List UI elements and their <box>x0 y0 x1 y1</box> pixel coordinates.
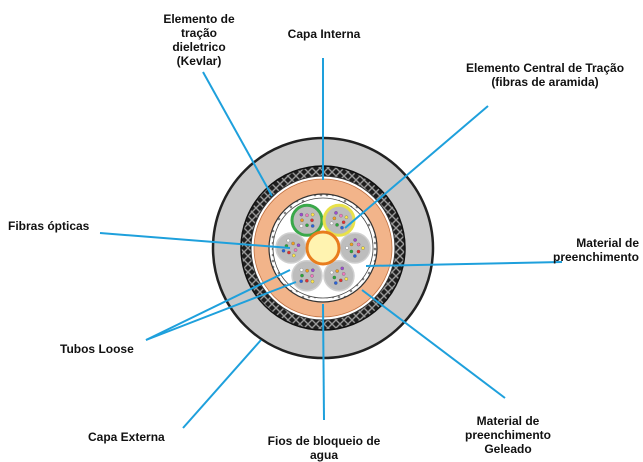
optical-fiber <box>356 242 361 247</box>
leader-kevlar <box>202 71 273 197</box>
loose-tube <box>291 259 323 292</box>
central-strength-member <box>305 230 341 266</box>
loose-tubes-group <box>275 203 371 292</box>
optical-fiber <box>334 211 338 215</box>
optical-fiber <box>305 223 309 228</box>
label-capa-externa: Capa Externa <box>88 430 165 444</box>
optical-fiber <box>310 212 315 217</box>
optical-fiber <box>361 246 365 250</box>
optical-fiber <box>310 279 315 284</box>
optical-fiber <box>293 248 298 252</box>
label-fios-bloqueio: Fios de bloqueio de agua <box>267 434 381 462</box>
label-tubos-loose: Tubos Loose <box>60 342 134 356</box>
leader-material-preenchimento <box>365 261 563 267</box>
optical-fiber <box>339 278 343 283</box>
label-material-preenchimento-geleado: Material de preenchimento Geleado <box>464 414 552 456</box>
label-elemento-central: Elemento Central de Tração (fibras de ar… <box>465 61 625 89</box>
optical-fiber <box>311 268 315 272</box>
loose-tube-wall <box>322 203 356 237</box>
optical-fiber <box>344 215 349 220</box>
leader-fibras-opticas <box>99 232 291 249</box>
optical-fiber <box>305 278 309 283</box>
optical-fiber <box>334 281 338 285</box>
optical-fiber <box>349 242 354 247</box>
optical-fiber <box>299 212 304 217</box>
leader-lines <box>99 58 563 429</box>
label-elemento-tracao-dieletrico: Elemento de tração dieletrico (Kevlar) <box>163 12 235 68</box>
leader-elemento-central <box>344 105 489 229</box>
optical-fiber <box>339 213 343 218</box>
optical-fiber <box>341 220 346 224</box>
optical-fiber <box>349 249 354 254</box>
optical-fiber <box>340 225 344 230</box>
optical-fiber <box>299 224 304 228</box>
optical-fiber <box>305 213 309 218</box>
optical-fiber <box>329 270 334 275</box>
leader-tubos-loose-2 <box>145 281 297 341</box>
optical-fiber <box>296 243 301 247</box>
optical-fiber <box>335 269 339 273</box>
optical-fiber <box>291 241 295 246</box>
optical-fiber <box>299 268 304 272</box>
loose-tube <box>323 259 355 292</box>
label-capa-interna: Capa Interna <box>287 27 361 41</box>
optical-fiber <box>353 254 357 258</box>
optical-fiber <box>300 273 304 278</box>
loose-tube <box>322 203 356 237</box>
optical-fiber <box>341 272 346 276</box>
leader-capa-externa <box>182 339 262 429</box>
leader-fios-bloqueio <box>322 303 325 421</box>
optical-fiber <box>344 277 349 281</box>
label-material-preenchimento: Material de preenchimento <box>552 236 639 264</box>
loose-tube-wall <box>339 232 371 264</box>
optical-fiber <box>329 221 334 226</box>
optical-fiber <box>310 218 314 223</box>
optical-fiber <box>292 253 296 258</box>
label-fibras-opticas: Fibras ópticas <box>8 219 90 233</box>
optical-fiber <box>335 223 339 227</box>
optical-fiber <box>340 266 344 271</box>
optical-fiber <box>356 249 361 254</box>
optical-fiber <box>353 238 357 242</box>
optical-fiber <box>299 279 303 283</box>
optical-fiber <box>332 275 337 280</box>
optical-fiber <box>345 246 349 250</box>
optical-fiber <box>310 274 314 278</box>
optical-fiber <box>286 238 290 243</box>
leader-tubos-loose-1 <box>145 269 291 341</box>
optical-fiber <box>332 216 337 221</box>
loose-tube-wall <box>291 259 323 292</box>
loose-tube <box>290 203 324 237</box>
optical-fiber <box>300 218 304 223</box>
loose-tube-wall <box>323 259 355 292</box>
loose-tube <box>339 232 371 264</box>
optical-fiber <box>310 224 315 228</box>
optical-fiber <box>281 249 286 253</box>
leader-geleado <box>361 289 506 399</box>
optical-fiber <box>305 268 309 273</box>
optical-fiber <box>287 250 291 255</box>
loose-tube-wall <box>290 203 324 237</box>
